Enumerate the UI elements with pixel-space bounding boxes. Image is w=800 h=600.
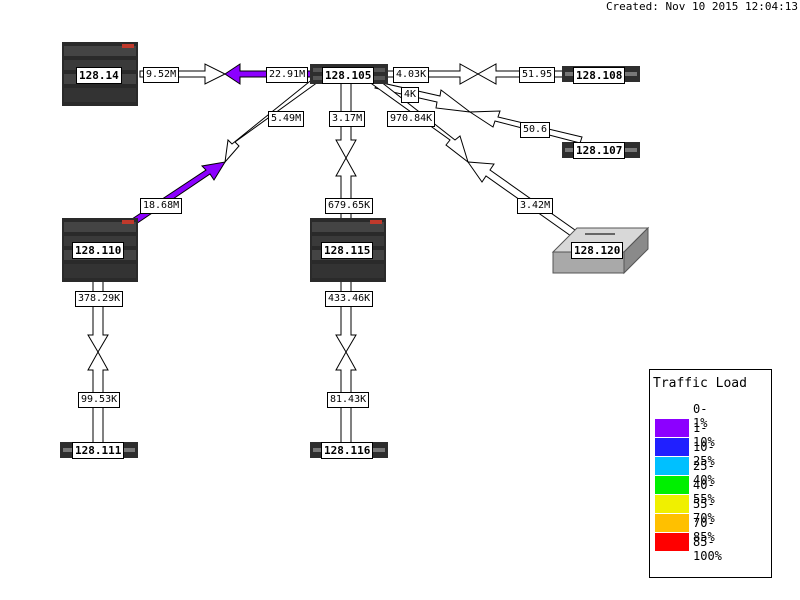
link-label-116-out[interactable]: 433.46K [325, 291, 374, 307]
link-arrow-out [87, 277, 109, 353]
legend-swatch [655, 457, 689, 475]
link-arrow-out [371, 77, 469, 164]
legend-swatch [655, 514, 689, 532]
legend-label: 1-10% [693, 421, 715, 449]
link-label-110-in[interactable]: 18.68M [140, 198, 183, 214]
legend-swatch [655, 438, 689, 456]
legend-swatch [655, 495, 689, 513]
link-label-120-out[interactable]: 970.84K [387, 111, 436, 127]
link-arrow-in [335, 156, 357, 229]
legend-label: 0-1% [693, 402, 708, 430]
legend-swatch [655, 400, 689, 418]
link-arrow-out [224, 77, 319, 164]
legend-label: 55-70% [693, 497, 715, 525]
link-arrow-out [335, 277, 357, 353]
link-label-116-in[interactable]: 81.43K [327, 392, 370, 408]
link-label-14-out[interactable]: 9.52M [143, 67, 180, 83]
link-label-107-in[interactable]: 50.6 [520, 122, 551, 138]
node-label-128-108[interactable]: 128.108 [573, 67, 626, 84]
legend-swatch [655, 476, 689, 494]
node-label-128-110[interactable]: 128.110 [72, 242, 125, 259]
link-label-120-in[interactable]: 3.42M [517, 198, 554, 214]
legend-swatch [655, 533, 689, 551]
link-label-115-out[interactable]: 3.17M [329, 111, 366, 127]
node-label-128-105[interactable]: 128.105 [322, 67, 375, 84]
node-label-128-107[interactable]: 128.107 [573, 142, 626, 159]
node-label-128-120[interactable]: 128.120 [571, 242, 624, 259]
link-label-107-out[interactable]: 4K [401, 87, 420, 103]
legend-title: Traffic Load [653, 376, 747, 391]
link-label-14-in[interactable]: 22.91M [266, 67, 309, 83]
traffic-load-legend: Traffic Load 0-1% 1-10% 10-25% 25-40% 40… [649, 369, 772, 578]
legend-label: 70-85% [693, 516, 715, 544]
link-128-120 [371, 77, 593, 249]
legend-label: 85-100% [693, 535, 722, 563]
node-label-128-14[interactable]: 128.14 [76, 67, 122, 84]
link-label-110-out[interactable]: 5.49M [268, 111, 305, 127]
legend-label: 25-40% [693, 459, 715, 487]
legend-swatch [655, 419, 689, 437]
created-timestamp: Created: Nov 10 2015 12:04:13 [605, 0, 798, 13]
legend-label: 40-55% [693, 478, 715, 506]
link-label-111-out[interactable]: 378.29K [75, 291, 124, 307]
node-label-128-116[interactable]: 128.116 [321, 442, 374, 459]
link-label-115-in[interactable]: 679.65K [325, 198, 374, 214]
legend-label: 10-25% [693, 440, 715, 468]
node-label-128-115[interactable]: 128.115 [321, 242, 374, 259]
link-label-111-in[interactable]: 99.53K [78, 392, 121, 408]
link-label-108-in[interactable]: 51.95 [519, 67, 556, 83]
node-label-128-111[interactable]: 128.111 [72, 442, 125, 459]
link-arrow-in [125, 161, 227, 229]
link-label-108-out[interactable]: 4.03K [393, 67, 430, 83]
